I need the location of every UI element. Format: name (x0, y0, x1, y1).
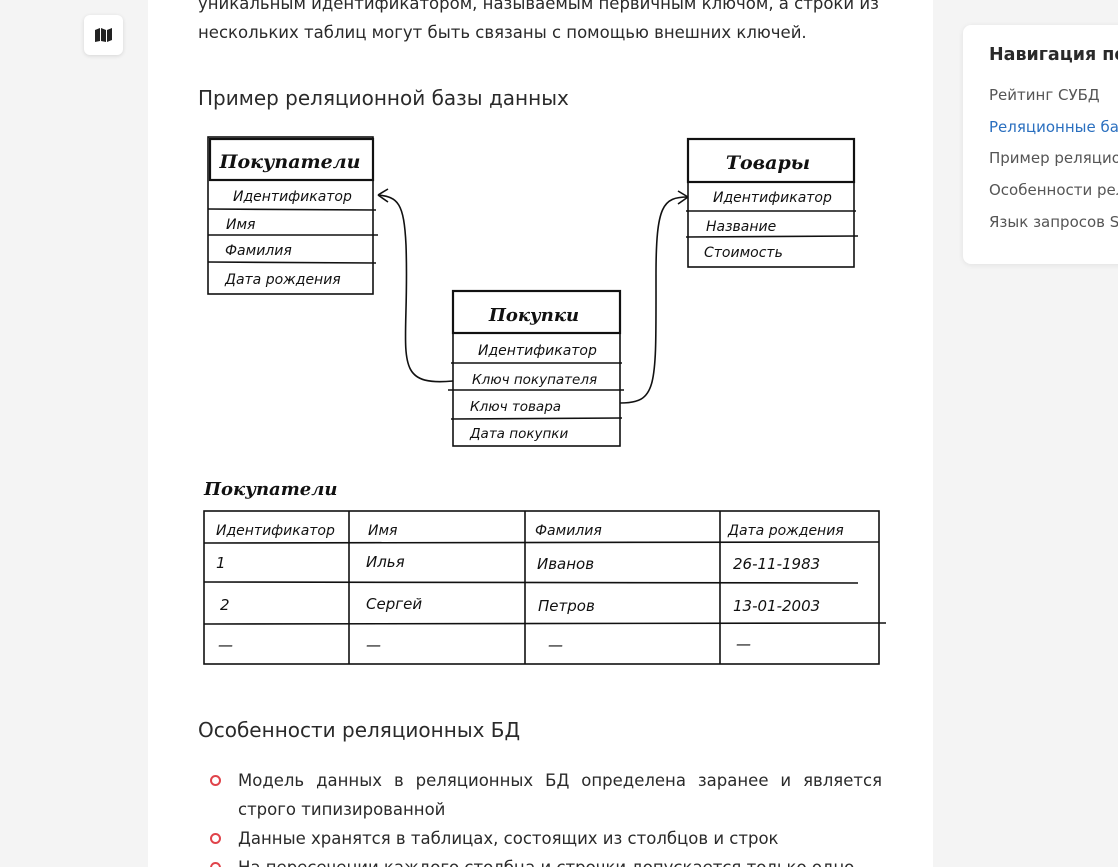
table-cell: 13-01-2003 (733, 597, 820, 615)
example-heading: Пример реляционной базы данных (198, 86, 569, 110)
bullet-icon (210, 862, 221, 867)
nav-title: Навигация по статье (989, 45, 1118, 65)
article-navigation: Навигация по статье Рейтинг СУБД Реляцио… (963, 25, 1118, 264)
nav-item-features[interactable]: Особенности реляционных БД (989, 181, 1118, 199)
products-field-1: Идентификатор (713, 190, 832, 206)
intro-paragraph: уникальным идентификатором, называемым п… (198, 0, 882, 47)
map-icon (94, 28, 112, 42)
customers-field-4: Дата рождения (224, 272, 341, 288)
nav-item-sql[interactable]: Язык запросов SQL (989, 213, 1118, 231)
table-header-first-name: Имя (368, 523, 397, 539)
list-item: Модель данных в реляционных БД определен… (198, 766, 882, 824)
article-content: уникальным идентификатором, называемым п… (148, 0, 933, 867)
table-cell: — (736, 635, 751, 653)
purchases-field-2: Ключ покупателя (472, 372, 597, 388)
table-cell: 26-11-1983 (733, 555, 820, 573)
table-cell: Иванов (537, 555, 594, 573)
purchases-field-3: Ключ товара (470, 399, 561, 415)
table-caption: Покупатели (203, 479, 337, 500)
products-entity-title: Товары (726, 152, 810, 174)
features-list: Модель данных в реляционных БД определен… (198, 766, 882, 867)
table-cell: 2 (220, 596, 230, 614)
feature-text: Данные хранятся в таблицах, состоящих из… (238, 829, 779, 848)
nav-item-dbms-rating[interactable]: Рейтинг СУБД (989, 86, 1100, 104)
table-cell: Илья (366, 553, 405, 571)
purchases-field-1: Идентификатор (478, 343, 597, 359)
map-button[interactable] (84, 15, 123, 55)
intro-line-1: уникальным идентификатором, называемым п… (198, 0, 879, 13)
feature-text: На пересечении каждого столбца и строчки… (238, 858, 854, 867)
table-cell: Петров (538, 597, 595, 615)
purchases-entity-title: Покупки (488, 305, 579, 326)
table-header-id: Идентификатор (216, 523, 335, 539)
customers-field-3: Фамилия (225, 243, 292, 259)
table-cell: — (548, 636, 563, 654)
intro-line-2: нескольких таблиц могут быть связаны с п… (198, 23, 807, 42)
table-cell: Сергей (366, 595, 422, 613)
relational-db-diagram: Покупатели Идентификатор Имя Фамилия Дат… (203, 136, 887, 665)
nav-item-example[interactable]: Пример реляционной базы данных (989, 149, 1118, 167)
customers-field-1: Идентификатор (233, 189, 352, 205)
table-cell: 1 (216, 554, 226, 572)
bullet-icon (210, 833, 221, 844)
products-field-2: Название (706, 219, 776, 235)
customers-entity-title: Покупатели (219, 151, 361, 173)
list-item: Данные хранятся в таблицах, состоящих из… (198, 824, 882, 853)
features-heading: Особенности реляционных БД (198, 718, 521, 742)
table-header-birth-date: Дата рождения (727, 523, 844, 539)
products-field-3: Стоимость (704, 245, 783, 261)
purchases-field-4: Дата покупки (469, 426, 568, 442)
feature-text: Модель данных в реляционных БД определен… (238, 771, 882, 819)
bullet-icon (210, 775, 221, 786)
table-header-last-name: Фамилия (535, 523, 602, 539)
table-cell: — (218, 636, 233, 654)
list-item: На пересечении каждого столбца и строчки… (198, 853, 882, 867)
customers-field-2: Имя (226, 217, 255, 233)
nav-item-relational-db[interactable]: Реляционные базы данных (989, 118, 1118, 136)
table-cell: — (366, 636, 381, 654)
